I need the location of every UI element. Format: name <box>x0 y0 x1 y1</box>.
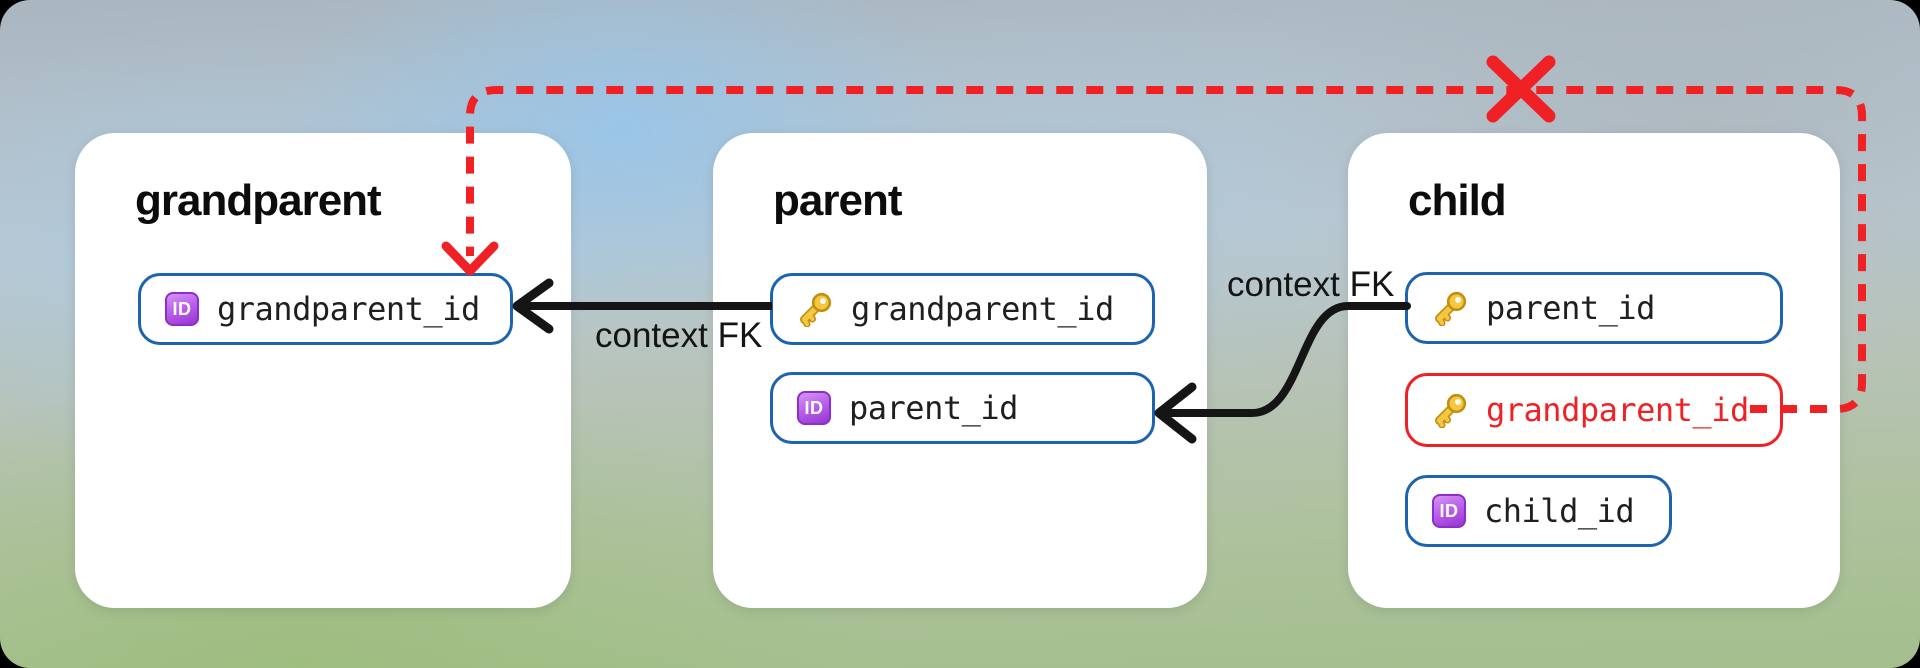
field-pill-child-parent-id: parent_id <box>1405 272 1783 344</box>
field-label: grandparent_id <box>851 290 1114 328</box>
field-label: child_id <box>1484 492 1635 530</box>
table-card-parent: parent grandparent_id ID parent_id <box>713 133 1207 608</box>
table-card-grandparent: grandparent ID grandparent_id <box>75 133 571 608</box>
key-icon <box>800 292 832 327</box>
key-icon <box>1435 291 1467 326</box>
id-badge-icon: ID <box>1432 494 1466 528</box>
blocked-x-icon <box>1486 55 1556 123</box>
table-name-grandparent: grandparent <box>135 176 382 225</box>
edge-label-context-fk-1: context FK <box>595 316 763 355</box>
field-label: grandparent_id <box>217 290 480 328</box>
field-label: parent_id <box>849 389 1018 427</box>
field-pill-parent-parent-id: ID parent_id <box>770 372 1155 444</box>
table-name-parent: parent <box>773 176 902 225</box>
field-pill-child-child-id: ID child_id <box>1405 475 1672 547</box>
id-badge-icon: ID <box>797 391 831 425</box>
field-label: parent_id <box>1486 289 1655 327</box>
key-icon <box>1435 393 1467 428</box>
field-label: grandparent_id <box>1486 391 1749 429</box>
edge-label-context-fk-2: context FK <box>1227 265 1395 304</box>
table-card-child: child parent_id <box>1348 133 1840 608</box>
field-pill-grandparent-grandparent-id: ID grandparent_id <box>138 273 513 345</box>
id-badge-icon: ID <box>165 292 199 326</box>
field-pill-child-grandparent-id-invalid: grandparent_id <box>1405 373 1783 447</box>
table-name-child: child <box>1408 176 1507 225</box>
field-pill-parent-grandparent-id: grandparent_id <box>770 273 1155 345</box>
